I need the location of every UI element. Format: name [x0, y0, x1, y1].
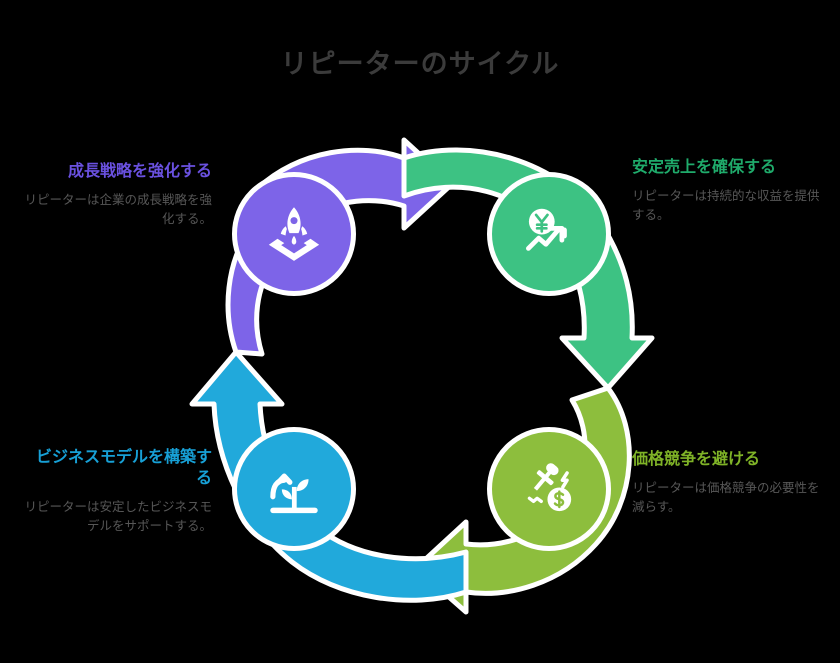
stage-body-growth: リピーターは企業の成長戦略を強化する。: [24, 192, 212, 226]
stage-text-model: ビジネスモデルを構築する リピーターは安定したビジネスモデルをサポートする。: [22, 446, 212, 536]
stage-body-price: リピーターは価格競争の必要性を減らす。: [632, 480, 820, 514]
cycle-node-model[interactable]: [232, 427, 356, 551]
stage-body-model: リピーターは安定したビジネスモデルをサポートする。: [24, 499, 212, 533]
cycle-node-price[interactable]: [487, 427, 611, 551]
stage-heading-revenue: 安定売上を確保する: [632, 157, 777, 176]
stage-text-price: 価格競争を避ける リピーターは価格競争の必要性を減らす。: [632, 448, 822, 517]
sprout-growth-icon: [261, 456, 327, 522]
stage-text-revenue: 安定売上を確保する リピーターは持続的な収益を提供する。: [632, 156, 822, 225]
cycle-node-growth[interactable]: [232, 172, 356, 296]
cycle-node-revenue[interactable]: [487, 172, 611, 296]
stage-heading-price: 価格競争を避ける: [632, 449, 761, 468]
stage-heading-model: ビジネスモデルを構築する: [35, 447, 212, 488]
rocket-launch-icon: [261, 201, 327, 267]
stage-text-growth: 成長戦略を強化する リピーターは企業の成長戦略を強化する。: [22, 160, 212, 229]
page-title: リピーターのサイクル: [280, 49, 560, 80]
stage-body-revenue: リピーターは持続的な収益を提供する。: [632, 188, 820, 222]
arc-model: [189, 349, 469, 603]
gavel-dollar-icon: [516, 456, 582, 522]
stage-heading-growth: 成長戦略を強化する: [67, 161, 212, 180]
yen-growth-chart-icon: [516, 201, 582, 267]
